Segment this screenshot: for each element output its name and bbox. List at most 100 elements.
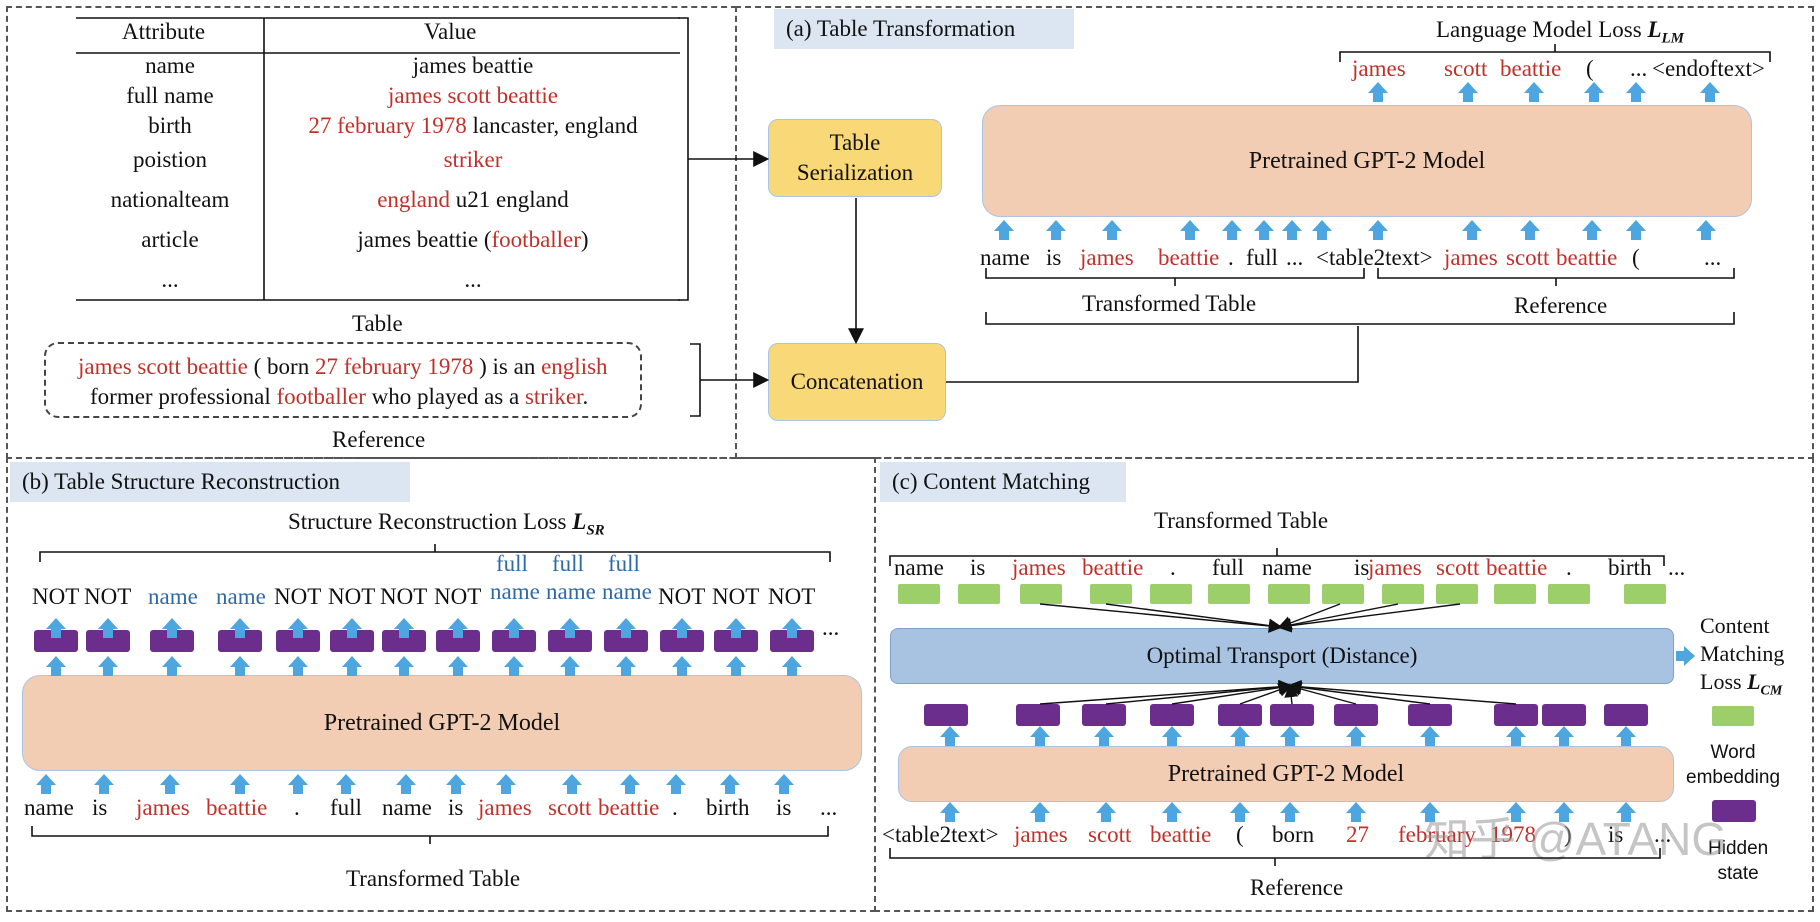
c-top-token: is bbox=[1354, 555, 1370, 580]
c-hidden-state bbox=[1494, 704, 1538, 726]
ot-input-line bbox=[1039, 603, 1283, 633]
b-hidden-state bbox=[330, 630, 374, 652]
text-segment: striker bbox=[443, 147, 503, 172]
b-input-arrow-icon bbox=[666, 774, 686, 794]
a-output-arrow-icon bbox=[1584, 82, 1604, 102]
ot-input-line bbox=[1277, 603, 1461, 633]
panel-c-title: (c) Content Matching bbox=[880, 462, 1126, 502]
c-hidden-state bbox=[1016, 704, 1060, 726]
c-input-token: is bbox=[1608, 822, 1624, 847]
b-output-top-token: full bbox=[608, 551, 640, 576]
sr-loss-label: Structure Reconstruction Loss LSR bbox=[288, 510, 605, 539]
b-input-arrow-icon bbox=[396, 774, 416, 794]
sr-loss-sub: SR bbox=[586, 522, 605, 539]
b-input-arrow-icon bbox=[36, 774, 56, 794]
table-cell-attribute: nationalteam bbox=[110, 187, 230, 212]
b-output-top-token: full bbox=[496, 551, 528, 576]
c-input-token: <table2text> bbox=[882, 822, 999, 847]
b-output-arrow-icon bbox=[342, 618, 362, 638]
a-input-arrow-icon bbox=[1520, 220, 1540, 240]
a-output-arrow-icon bbox=[1368, 82, 1388, 102]
a-output-token: james bbox=[1352, 56, 1406, 81]
c-word-embedding bbox=[1090, 584, 1132, 604]
ot-hidden-line bbox=[1287, 679, 1517, 705]
c-input-token: scott bbox=[1088, 822, 1132, 847]
b-transformed-table-brace bbox=[31, 826, 829, 844]
sr-loss-text: Structure Reconstruction Loss bbox=[288, 509, 573, 534]
b-input-token: is bbox=[92, 795, 108, 820]
b-input-arrow-icon bbox=[774, 774, 794, 794]
b-output-arrow-icon bbox=[782, 618, 802, 638]
table-cell-attribute: full name bbox=[126, 83, 214, 108]
c-hidden-state bbox=[924, 704, 968, 726]
c-word-embedding bbox=[1624, 584, 1666, 604]
gpt2-model-b: Pretrained GPT-2 Model bbox=[22, 675, 862, 771]
b-hidden-arrow-icon bbox=[288, 656, 308, 676]
b-hidden-state bbox=[150, 630, 194, 652]
c-top-token: full bbox=[1212, 555, 1244, 580]
b-output-top-token: full bbox=[552, 551, 584, 576]
b-input-token: name bbox=[382, 795, 432, 820]
table-caption: Table bbox=[352, 311, 403, 336]
reference-line-1: james scott beattie ( born 27 february 1… bbox=[78, 355, 608, 378]
c-top-token: . bbox=[1170, 555, 1176, 580]
b-input-token: james bbox=[478, 795, 532, 820]
a-input-arrow-icon bbox=[994, 220, 1014, 240]
a-input-token: . bbox=[1228, 245, 1234, 270]
text-segment: footballer bbox=[276, 384, 366, 409]
a-input-token: ... bbox=[1286, 245, 1304, 270]
b-hidden-state bbox=[604, 630, 648, 652]
c-input-arrow-icon bbox=[1506, 802, 1526, 822]
b-output-arrow-icon bbox=[504, 618, 524, 638]
a-input-arrow-icon bbox=[1368, 220, 1388, 240]
c-word-embedding bbox=[1268, 584, 1310, 604]
c-word-embedding bbox=[1322, 584, 1364, 604]
c-hidden-state bbox=[1604, 704, 1648, 726]
c-word-embedding bbox=[958, 584, 1000, 604]
b-output-arrow-icon bbox=[616, 618, 636, 638]
text-segment: james scott beattie bbox=[78, 354, 248, 379]
ot-input-line bbox=[1277, 603, 1399, 632]
gpt2-model-a-label: Pretrained GPT-2 Model bbox=[1248, 147, 1486, 174]
c-word-embedding bbox=[1494, 584, 1536, 604]
c-input-token: born bbox=[1272, 822, 1315, 847]
b-output-arrow-icon bbox=[230, 618, 250, 638]
b-hidden-ellipsis: ... bbox=[822, 615, 840, 640]
a-output-arrow-icon bbox=[1626, 82, 1646, 102]
b-output-arrow-icon bbox=[162, 618, 182, 638]
b-output-token: NOT bbox=[328, 584, 376, 609]
b-input-token: . bbox=[672, 795, 678, 820]
text-segment: who played as a bbox=[365, 384, 525, 409]
b-input-arrow-icon bbox=[496, 774, 516, 794]
ot-hidden-line bbox=[1171, 680, 1293, 705]
a-transformed-table-brace bbox=[985, 268, 1365, 286]
a-input-arrow-icon bbox=[1462, 220, 1482, 240]
a-output-arrow-icon bbox=[1524, 82, 1544, 102]
table-cell-value: james scott beattie bbox=[266, 84, 680, 107]
table-cell-attribute: ... bbox=[161, 267, 179, 292]
serialization-label-line: Table bbox=[829, 130, 881, 156]
a-input-token: beattie bbox=[1158, 245, 1220, 270]
concatenation-label: Concatenation bbox=[790, 369, 924, 395]
b-input-arrow-icon bbox=[446, 774, 466, 794]
b-input-token: james bbox=[136, 795, 190, 820]
a-reference-brace bbox=[1377, 268, 1735, 286]
c-top-token: james bbox=[1368, 555, 1422, 580]
b-hidden-state bbox=[436, 630, 480, 652]
optimal-transport-label: Optimal Transport (Distance) bbox=[1146, 643, 1418, 668]
b-output-arrow-icon bbox=[394, 618, 414, 638]
b-output-token: name bbox=[602, 579, 652, 604]
ot-hidden-line bbox=[1039, 679, 1293, 705]
b-input-token: is bbox=[448, 795, 464, 820]
b-hidden-arrow-icon bbox=[448, 656, 468, 676]
c-transformed-table-label: Transformed Table bbox=[1154, 508, 1329, 533]
c-hidden-state bbox=[1270, 704, 1314, 726]
word-embedding-legend-line: embedding bbox=[1686, 767, 1781, 788]
b-hidden-arrow-icon bbox=[98, 656, 118, 676]
lm-loss-brace bbox=[1339, 44, 1771, 62]
b-output-token: name bbox=[216, 584, 266, 609]
c-input-arrow-icon bbox=[1230, 802, 1250, 822]
